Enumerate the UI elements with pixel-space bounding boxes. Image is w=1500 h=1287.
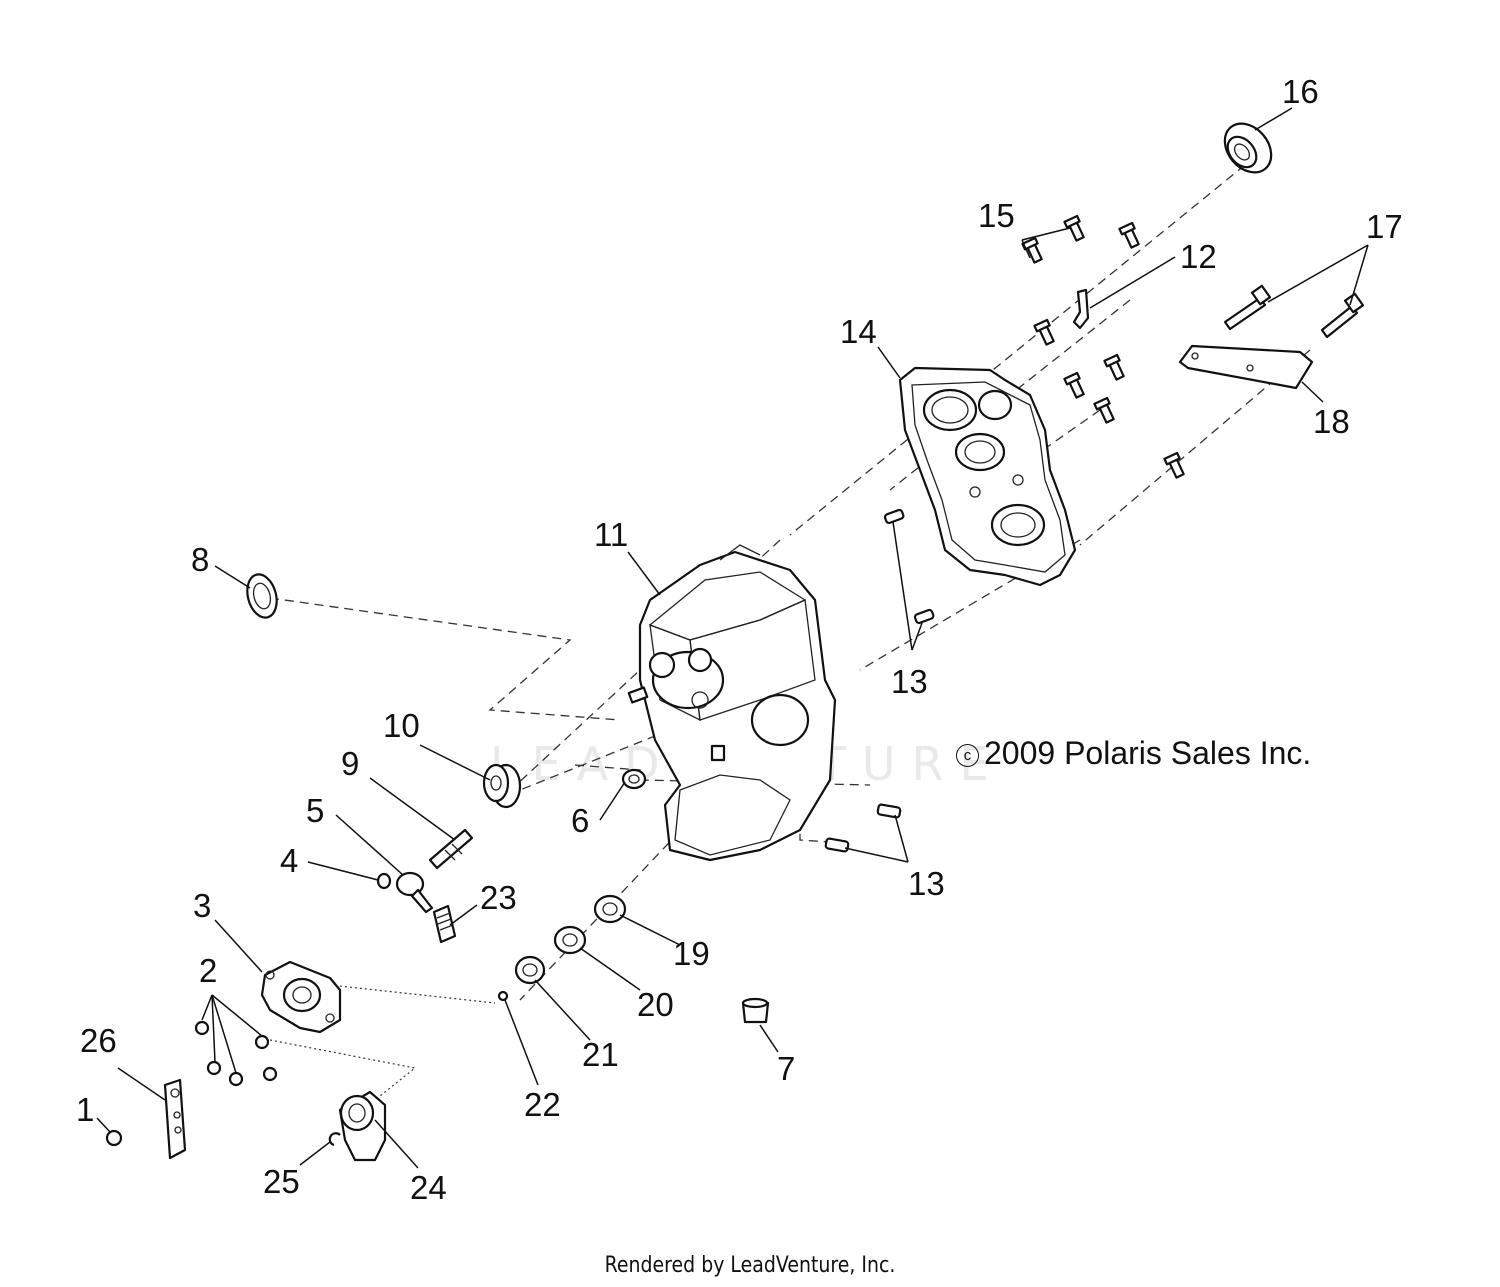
callout-5: 5 bbox=[306, 792, 324, 829]
bracket-part-18 bbox=[1178, 344, 1314, 390]
shaft-part-9 bbox=[428, 828, 474, 870]
callout-22: 22 bbox=[524, 1086, 561, 1123]
footer-credit: Rendered by LeadVenture, Inc. bbox=[604, 1253, 896, 1278]
copyright-text: 2009 Polaris Sales Inc. bbox=[984, 735, 1312, 771]
callout-25: 25 bbox=[263, 1163, 300, 1200]
callout-18: 18 bbox=[1313, 403, 1350, 440]
cover-part-3 bbox=[260, 960, 342, 1034]
bearing-part-21 bbox=[514, 955, 546, 985]
gear-part-19 bbox=[593, 894, 627, 924]
callout-4: 4 bbox=[280, 842, 298, 879]
callout-19: 19 bbox=[673, 935, 710, 972]
callout-7: 7 bbox=[777, 1050, 795, 1087]
shift-arm-part-5 bbox=[395, 871, 434, 914]
breather-fitting-part-12 bbox=[1072, 288, 1090, 330]
callout-11: 11 bbox=[594, 516, 628, 553]
long-bolts-part-17 bbox=[1223, 284, 1365, 339]
callout-9: 9 bbox=[341, 745, 359, 782]
gearcase-cover-part-14 bbox=[898, 366, 1077, 587]
bolts-part-15 bbox=[1021, 214, 1185, 479]
nut-part-1 bbox=[105, 1129, 123, 1147]
callout-8: 8 bbox=[191, 541, 209, 578]
callout-20: 20 bbox=[637, 986, 674, 1023]
callout-10: 10 bbox=[383, 707, 420, 744]
callout-3: 3 bbox=[193, 887, 211, 924]
clip-part-25 bbox=[328, 1132, 341, 1147]
callout-13-lower: 13 bbox=[908, 865, 945, 902]
callout-26: 26 bbox=[80, 1022, 117, 1059]
callout-13-upper: 13 bbox=[891, 663, 928, 700]
callout-labels: 16 15 12 17 14 18 11 8 13 10 9 5 6 4 13 … bbox=[76, 73, 1403, 1206]
gear-part-10 bbox=[482, 763, 522, 809]
callout-14: 14 bbox=[840, 313, 877, 350]
bearing-part-20 bbox=[553, 925, 587, 955]
copyright-symbol: c bbox=[956, 744, 979, 767]
callout-16: 16 bbox=[1282, 73, 1319, 110]
seal-part-16 bbox=[1223, 122, 1273, 174]
washer-part-4 bbox=[376, 872, 392, 890]
plug-part-7 bbox=[741, 997, 770, 1024]
leader-lines bbox=[96, 107, 1369, 1169]
callout-12: 12 bbox=[1180, 238, 1217, 275]
ring-part-22 bbox=[497, 990, 509, 1002]
bolts-part-2 bbox=[194, 1020, 278, 1087]
callout-21: 21 bbox=[582, 1036, 619, 1073]
spring-part-23 bbox=[432, 904, 457, 944]
callout-1: 1 bbox=[76, 1091, 94, 1128]
callout-6: 6 bbox=[571, 802, 589, 839]
seal-part-8 bbox=[246, 573, 278, 619]
shift-mount-part-24 bbox=[338, 1090, 387, 1162]
bushing-part-6 bbox=[621, 768, 647, 790]
callout-15: 15 bbox=[978, 197, 1015, 234]
gearcase-housing-part-11 bbox=[627, 544, 837, 862]
callout-23: 23 bbox=[480, 879, 517, 916]
link-part-26 bbox=[163, 1078, 187, 1160]
callout-2: 2 bbox=[199, 952, 217, 989]
dowel-pins-part-13 bbox=[824, 508, 935, 853]
callout-24: 24 bbox=[410, 1169, 447, 1206]
callout-17: 17 bbox=[1366, 208, 1403, 245]
